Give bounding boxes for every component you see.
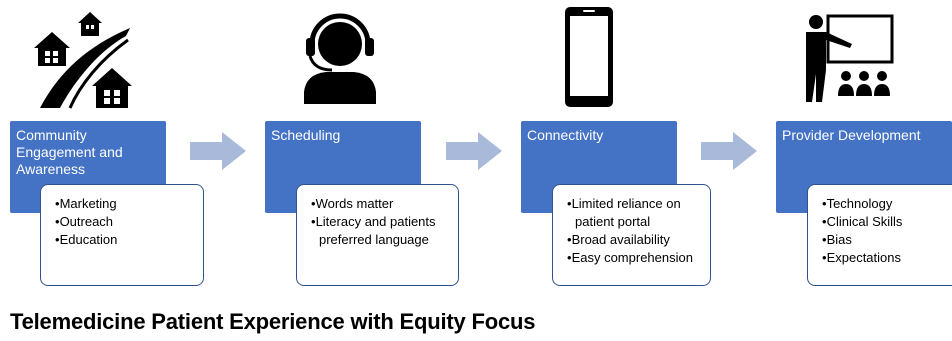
step-provider-bullets: Technology Clinical Skills Bias Expectat…	[807, 184, 952, 286]
bullet-item: Literacy and patients preferred language	[311, 213, 450, 249]
smartphone-icon	[565, 7, 613, 107]
page-title: Telemedicine Patient Experience with Equ…	[10, 309, 536, 334]
step-heading: Connectivity	[527, 127, 604, 143]
bullet-item: Words matter	[311, 195, 450, 213]
step-connectivity-bullets: Limited reliance on patient portal Broad…	[552, 184, 711, 286]
bullet-item: Technology	[822, 195, 949, 213]
presenter-icon	[806, 14, 894, 102]
step-heading: Community Engagement and Awareness	[16, 127, 123, 177]
step-scheduling-bullets: Words matter Literacy and patients prefe…	[296, 184, 459, 286]
right-arrow-icon	[701, 132, 757, 170]
bullet-item: Clinical Skills	[822, 213, 949, 231]
bullet-item: Easy comprehension	[567, 249, 702, 267]
right-arrow-icon	[446, 132, 502, 170]
houses-road-icon	[34, 12, 132, 109]
bullet-item: Broad availability	[567, 231, 702, 249]
headset-agent-icon	[304, 13, 376, 104]
step-community-bullets: Marketing Outreach Education	[40, 184, 204, 286]
bullet-item: Outreach	[55, 213, 195, 231]
bullet-item: Marketing	[55, 195, 195, 213]
right-arrow-icon	[190, 132, 246, 170]
step-heading: Provider Development	[782, 127, 921, 143]
bullet-item: Education	[55, 231, 195, 249]
bullet-item: Limited reliance on patient portal	[567, 195, 702, 231]
step-heading: Scheduling	[271, 127, 341, 143]
bullet-item: Expectations	[822, 249, 949, 267]
bullet-item: Bias	[822, 231, 949, 249]
